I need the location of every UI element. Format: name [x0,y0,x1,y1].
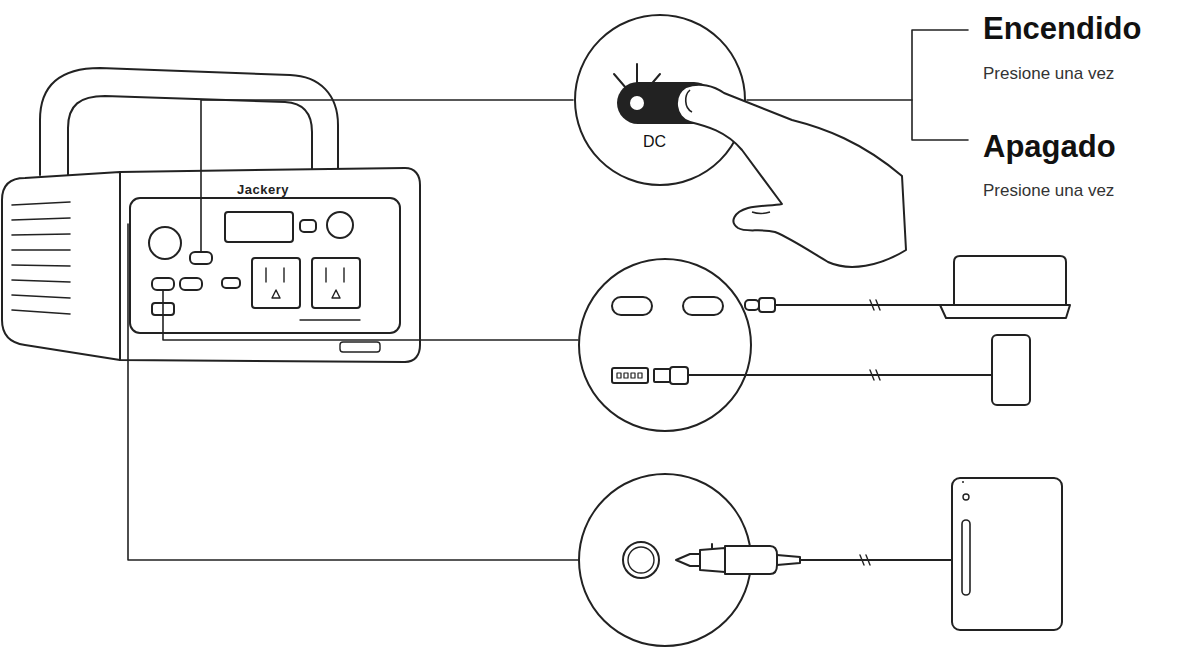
state-heading: Apagado [983,129,1116,165]
instruction-text: Presione una vez [983,181,1114,201]
zoom-circle [579,259,751,431]
handle-inner [68,96,312,180]
port [152,278,174,290]
phone [992,335,1030,405]
dc-button-closeup [575,15,745,185]
instruction-text: Presione una vez [983,64,1114,84]
usb-a-port [612,368,648,383]
device-front [120,168,420,362]
leader-lines [128,30,968,560]
usb-c-port [612,297,652,315]
handle [40,68,338,180]
ac-outlet [312,258,360,308]
display [225,212,293,242]
ac-button [327,212,353,238]
laptop [954,256,1066,305]
state-heading: Encendido [983,11,1141,47]
usb-c-plug [745,300,759,310]
usb-c-port [683,297,723,315]
vents [12,202,70,314]
cooler [952,478,1062,630]
port [300,220,316,232]
brand-label: Jackery [237,182,289,197]
front-panel [130,198,400,333]
usb-a-plug [654,369,670,382]
device-side [2,172,120,360]
power-button [149,227,181,259]
car-port [623,542,659,578]
port [222,278,240,288]
port-label: DC [643,133,666,151]
port [180,278,202,290]
dc-button [190,252,212,264]
zoom-circle: DC [575,15,745,185]
ac-outlet [252,258,300,308]
car-plug [676,554,700,566]
badge [340,342,380,352]
